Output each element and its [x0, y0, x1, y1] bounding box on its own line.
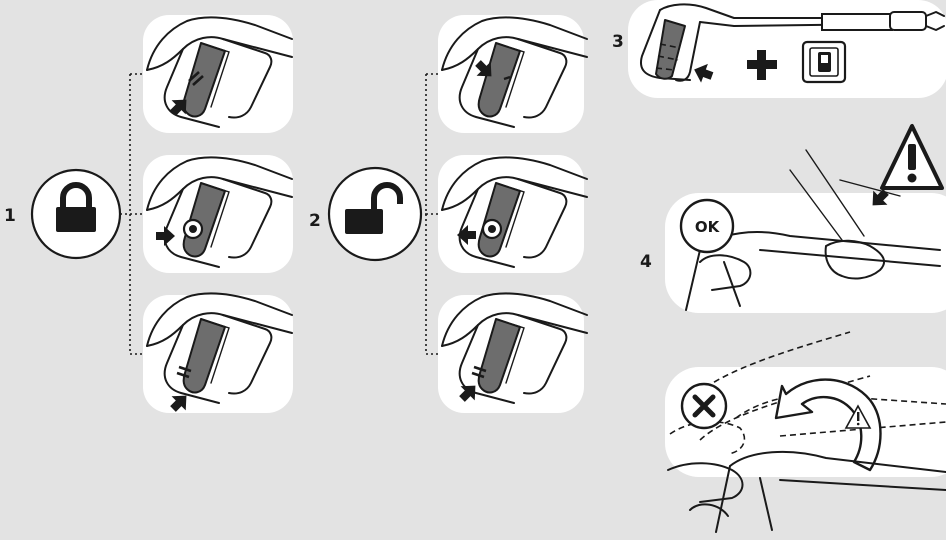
x-circle-icon [680, 382, 728, 430]
panel-1a [143, 15, 293, 133]
spray-gun-with-lance [640, 3, 945, 86]
panel-2c [438, 292, 588, 413]
warning-triangle-icon [880, 124, 944, 190]
lock-open-icon [327, 166, 423, 262]
ok-label: OK [695, 218, 721, 236]
panel-1b [143, 155, 293, 273]
connector-bracket [420, 73, 440, 355]
rotate-arrow-icon [774, 378, 882, 472]
step-number-1: 1 [4, 206, 16, 226]
step-3: 3 [612, 0, 946, 98]
step-number-3: 3 [612, 32, 624, 52]
panel-2a [438, 15, 588, 133]
plus-icon [747, 50, 777, 80]
step-1: 1 [4, 15, 293, 417]
step-number-4: 4 [640, 252, 652, 272]
step-number-2: 2 [309, 211, 321, 231]
panel-4-ok: OK [665, 149, 946, 313]
small-warning-icon [844, 404, 872, 429]
ok-badge: OK [679, 198, 735, 254]
power-switch-icon [801, 40, 847, 84]
step-4: 4 OK [640, 149, 946, 533]
panel-4-prohibited [665, 331, 946, 533]
step-2: 2 [309, 15, 588, 413]
panel-1c [143, 292, 293, 417]
lock-closed-icon [30, 168, 122, 260]
panel-2b [438, 155, 588, 273]
connector-bracket [120, 73, 150, 355]
